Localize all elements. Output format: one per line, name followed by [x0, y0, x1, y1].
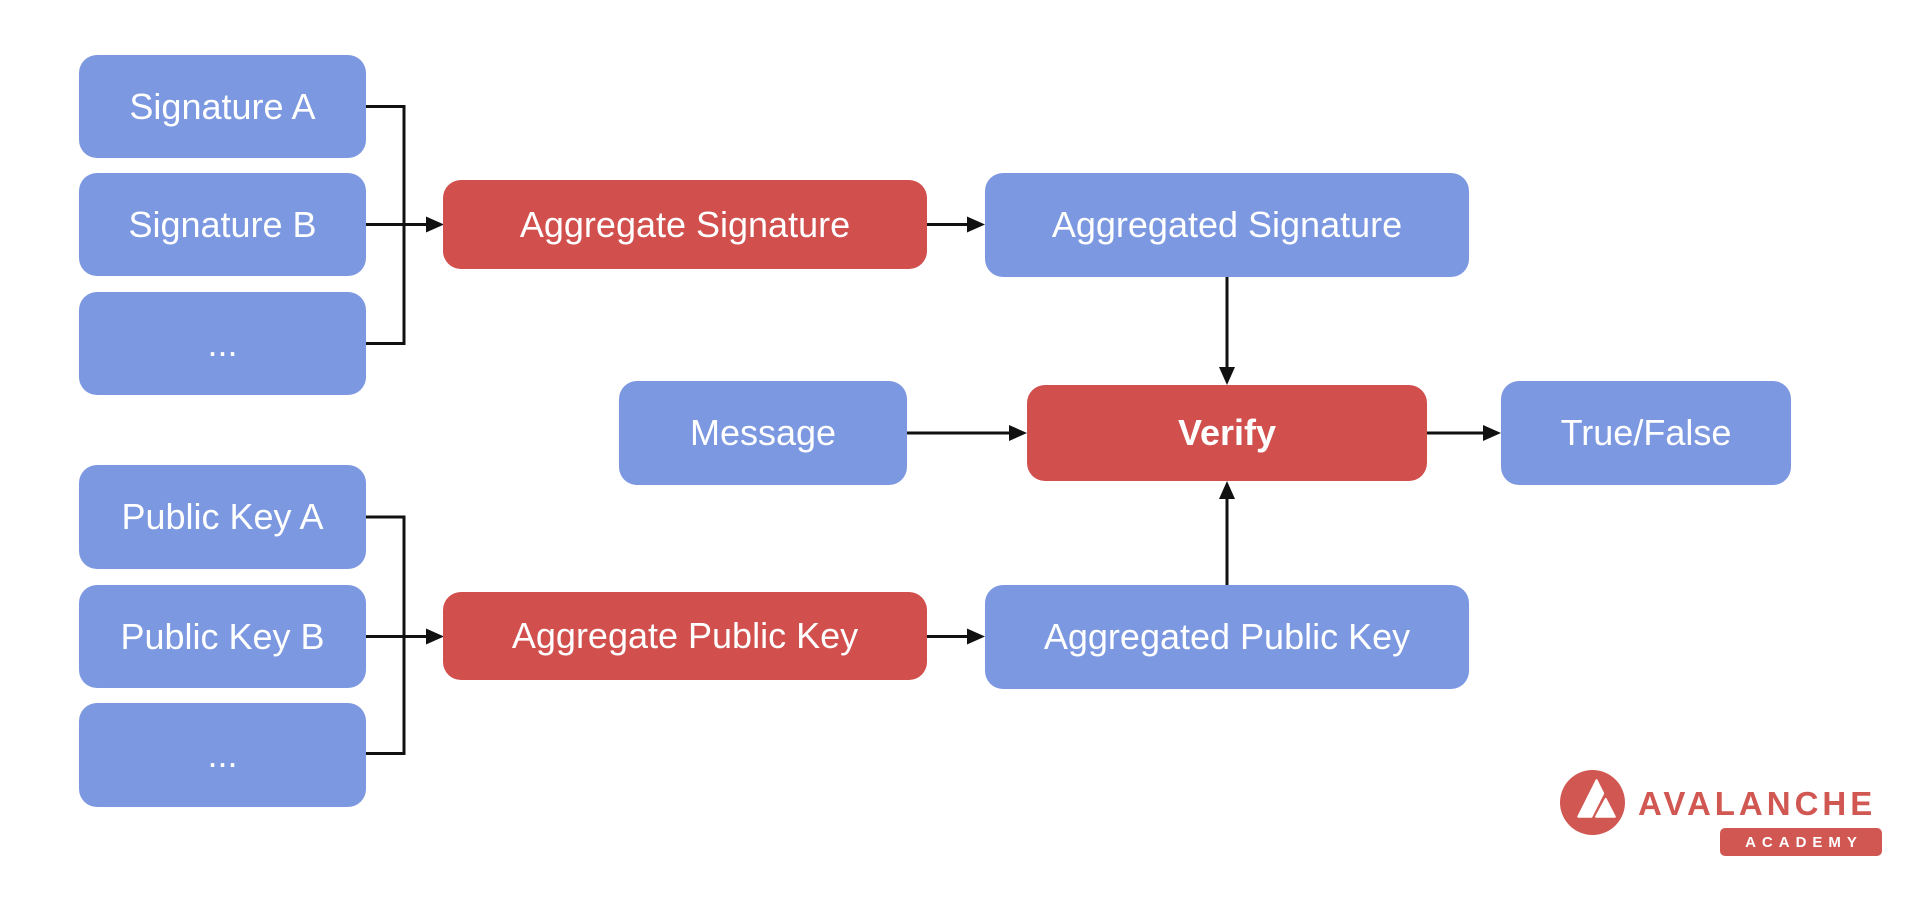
node-signature-more: ...: [79, 292, 366, 395]
node-signature-a: Signature A: [79, 55, 366, 158]
node-public-key-a: Public Key A: [79, 465, 366, 569]
node-message: Message: [619, 381, 907, 485]
node-aggregate-signature: Aggregate Signature: [443, 180, 927, 269]
avalanche-logo-icon: [1560, 770, 1625, 835]
node-true-false: True/False: [1501, 381, 1791, 485]
node-signature-b: Signature B: [79, 173, 366, 276]
node-public-key-b: Public Key B: [79, 585, 366, 688]
node-aggregate-public-key: Aggregate Public Key: [443, 592, 927, 680]
node-aggregated-signature: Aggregated Signature: [985, 173, 1469, 277]
academy-badge: ACADEMY: [1720, 828, 1882, 856]
node-aggregated-public-key: Aggregated Public Key: [985, 585, 1469, 689]
node-verify: Verify: [1027, 385, 1427, 481]
node-public-key-more: ...: [79, 703, 366, 807]
avalanche-wordmark: AVALANCHE: [1638, 785, 1877, 822]
